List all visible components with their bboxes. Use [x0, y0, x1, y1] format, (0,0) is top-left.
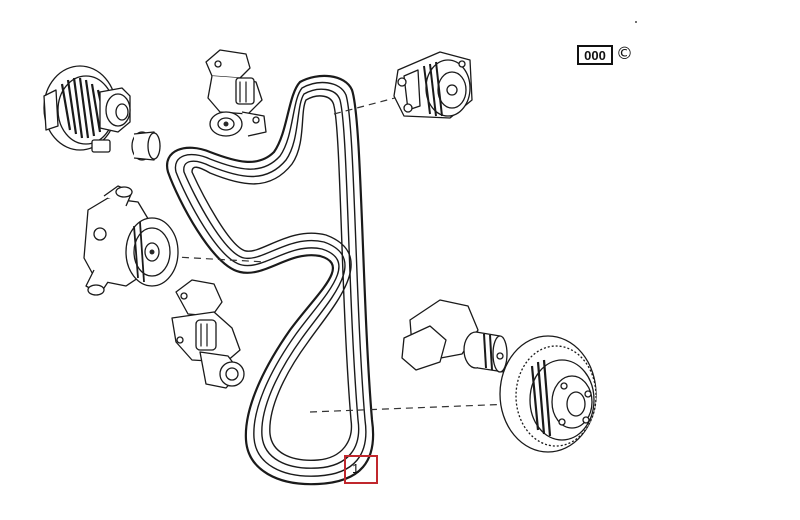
- serpentine-belt[interactable]: [165, 74, 375, 486]
- crank-pulley-icon: [499, 335, 597, 453]
- water-pump-icon: [393, 51, 473, 119]
- tensioner-lower-icon: [171, 279, 245, 389]
- steering-pump-icon: [83, 185, 179, 296]
- leader-crank-pulley: [309, 403, 513, 413]
- copyright-icon: ©: [616, 44, 633, 64]
- part-callout-1[interactable]: 1: [344, 455, 378, 484]
- crankshaft-icon: [401, 299, 508, 373]
- tensioner-upper-icon: [205, 49, 267, 137]
- reference-code-box: 000: [577, 45, 613, 65]
- alternator-icon: [43, 65, 161, 161]
- speck: [635, 21, 637, 23]
